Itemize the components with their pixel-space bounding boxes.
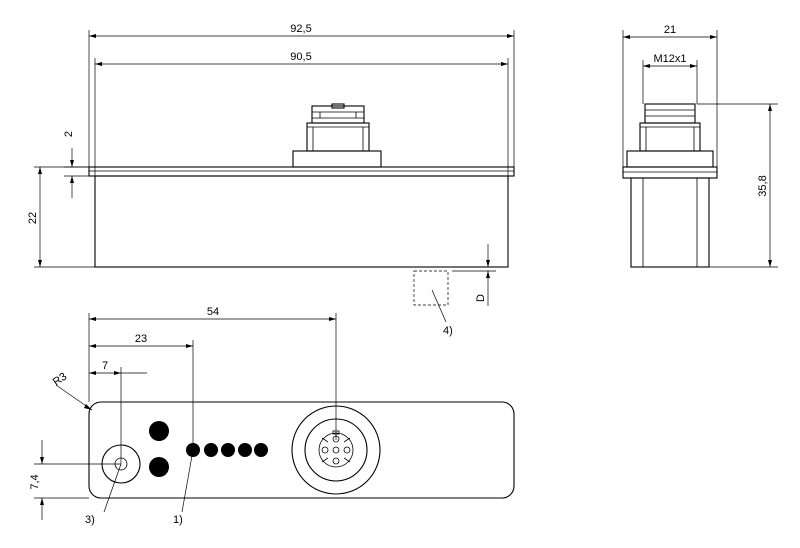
dim-body-height-label: 22 (27, 212, 39, 224)
dim-hole-distance-label: 7 (102, 360, 108, 372)
indicator-dot-upper (149, 421, 169, 441)
dim-led-distance: 23 (89, 333, 194, 443)
side-connector-head (644, 103, 696, 124)
front-view (88, 103, 515, 306)
front-flange (88, 166, 515, 177)
callout-leds: 1) (173, 449, 194, 526)
side-connector-base (626, 150, 714, 168)
dim-side-height: 35,8 (697, 103, 778, 268)
dim-side-width: 21 (622, 24, 718, 167)
dim-led-distance-label: 23 (135, 333, 147, 345)
dim-hole-height: 7,4 (29, 440, 121, 520)
led-3 (221, 443, 235, 457)
dim-connector-distance: 54 (88, 306, 337, 440)
top-body (88, 401, 515, 499)
dim-overall-length-label: 92,5 (290, 23, 311, 35)
connector-base (292, 150, 382, 168)
sensor-area (413, 270, 449, 306)
led-2 (204, 443, 218, 457)
dim-depth-offset-label: D (475, 294, 487, 302)
callout-sensor-area: 4) (431, 289, 453, 337)
callout-hole-label: 3) (85, 514, 95, 526)
dim-hole-height-label: 7,4 (29, 474, 41, 489)
dim-side-width-label: 21 (664, 24, 676, 36)
connector-head (311, 105, 365, 124)
led-5 (254, 443, 268, 457)
dim-corner-radius: R3 (51, 371, 93, 411)
dim-thread-label: M12x1 (653, 53, 686, 65)
side-flange (622, 166, 718, 179)
top-view (88, 401, 515, 499)
dim-overall-length: 92,5 (88, 23, 515, 167)
dim-connector-distance-label: 54 (207, 306, 219, 318)
dim-base-length: 90,5 (94, 51, 509, 176)
callout-hole: 3) (85, 463, 122, 526)
callout-sensor-area-label: 4) (443, 325, 453, 337)
indicator-dot-lower (149, 457, 169, 477)
callout-leds-label: 1) (173, 514, 183, 526)
side-view (622, 103, 718, 268)
dim-body-height: 22 (27, 166, 95, 268)
dim-side-height-label: 35,8 (757, 175, 769, 196)
dim-corner-radius-label: R3 (51, 371, 69, 389)
front-body (94, 175, 509, 268)
dim-flange-thickness: 2 (63, 131, 95, 198)
dim-flange-thickness-label: 2 (63, 131, 75, 137)
dim-depth-offset: D (452, 244, 496, 306)
led-4 (238, 443, 252, 457)
dim-hole-distance: 7 (89, 360, 147, 464)
dim-base-length-label: 90,5 (290, 51, 311, 63)
dim-thread: M12x1 (642, 53, 698, 104)
